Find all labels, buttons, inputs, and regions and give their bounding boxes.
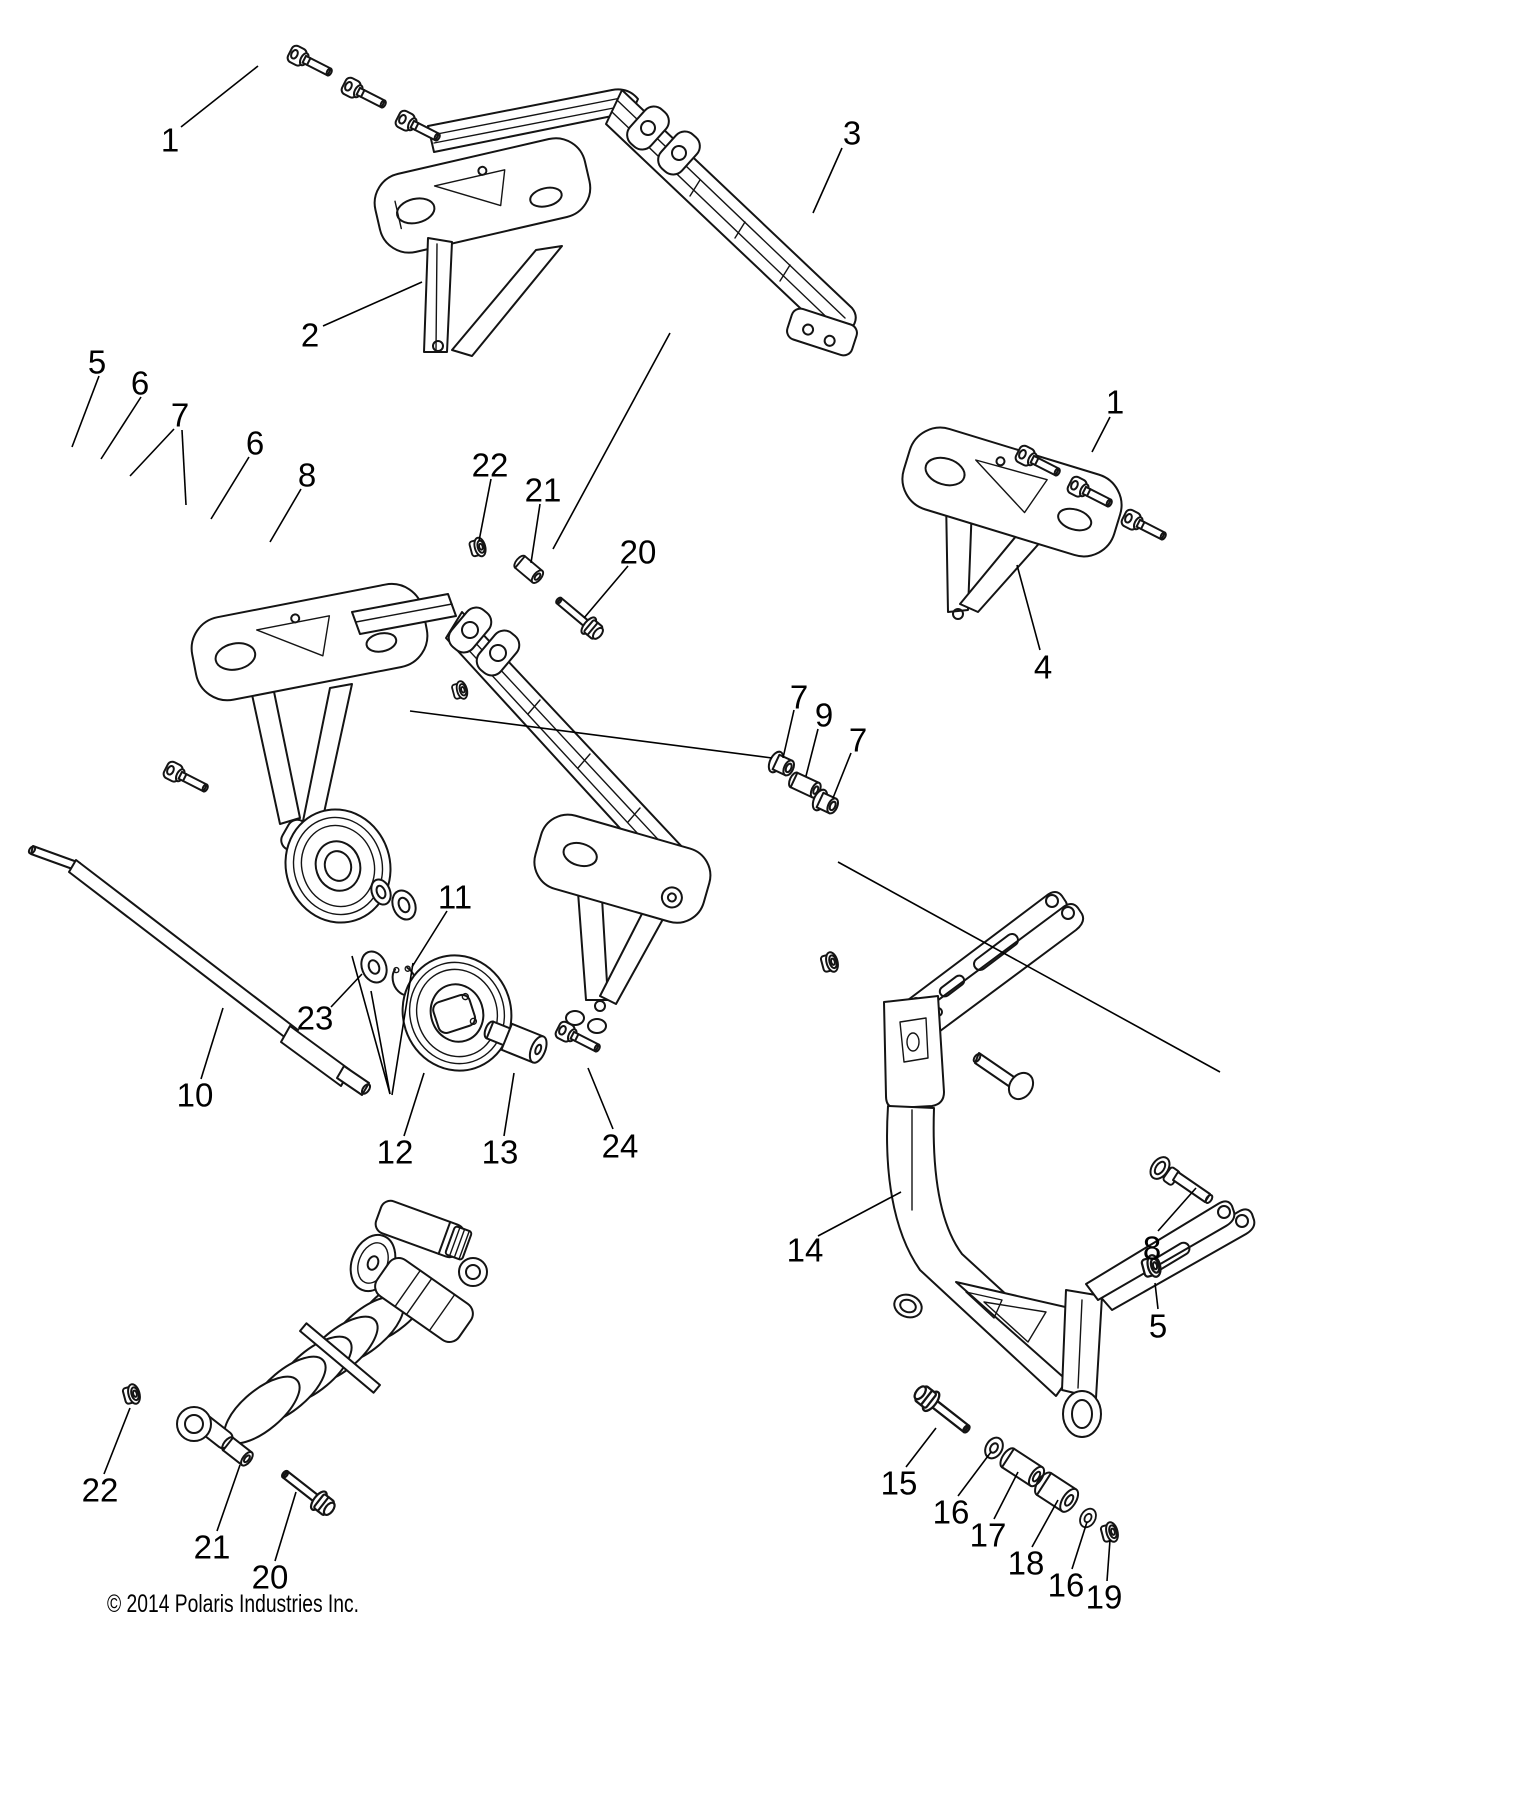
callout-20: 20 (620, 534, 657, 571)
bushing-18 (1034, 1471, 1080, 1513)
callout-16: 16 (1048, 1567, 1085, 1604)
callout-3: 3 (843, 115, 861, 152)
leader-line-17 (993, 1471, 1019, 1520)
pivot-hardware-cluster (908, 1380, 1121, 1546)
leader-line-20 (274, 1491, 297, 1562)
callout-18: 18 (1008, 1545, 1045, 1582)
arm-end-mount (786, 307, 858, 357)
leader-line-20 (583, 565, 629, 619)
callout-7: 7 (790, 679, 808, 716)
leader-line-15 (905, 1427, 937, 1468)
leader-line-14 (817, 1191, 902, 1237)
leader-line-12 (403, 1072, 425, 1137)
callout-15: 15 (881, 1465, 918, 1502)
callout-17: 17 (970, 1517, 1007, 1554)
callout-22: 22 (472, 447, 509, 484)
spacer-13 (483, 1020, 548, 1064)
callout-4: 4 (1034, 649, 1052, 686)
callout-16: 16 (933, 1494, 970, 1531)
leader-line-4 (1016, 564, 1041, 651)
leader-line-13 (503, 1072, 515, 1137)
leader-line-8 (1157, 1187, 1197, 1232)
callout-22: 22 (82, 1472, 119, 1509)
callout-2: 2 (301, 317, 319, 354)
callout-10: 10 (177, 1077, 214, 1114)
leader-line-1 (180, 65, 259, 128)
leader-line-10 (200, 1007, 224, 1080)
callout-5: 5 (1149, 1308, 1167, 1345)
leader-line-7 (181, 429, 187, 506)
callout-5: 5 (88, 344, 106, 381)
callout-8: 8 (1143, 1230, 1161, 1267)
leader-line-5 (1154, 1282, 1159, 1310)
leader-line-11 (411, 910, 448, 968)
leader-line-16 (957, 1451, 992, 1497)
bracket-upper-right (901, 426, 1123, 620)
torque-arm-lower (883, 891, 1256, 1438)
bolt-1-left-group (284, 42, 445, 147)
callout-19: 19 (1086, 1579, 1123, 1616)
callout-12: 12 (377, 1134, 414, 1171)
bushing-spacer-cluster (764, 748, 843, 976)
leader-line-19 (1106, 1539, 1111, 1582)
leader-line-2 (322, 281, 423, 327)
pointer-line (837, 861, 1221, 1073)
callout-8: 8 (298, 457, 316, 494)
callout-20: 20 (252, 1559, 289, 1596)
leader-line-8 (269, 488, 302, 543)
leader-line-18 (1031, 1499, 1059, 1548)
spacer-17 (999, 1447, 1046, 1488)
leader-line-23 (330, 973, 363, 1008)
callout-1: 1 (161, 122, 179, 159)
leader-line-21 (530, 503, 541, 564)
callout-13: 13 (482, 1134, 519, 1171)
pointer-line (552, 332, 671, 550)
leader-line-1 (1091, 416, 1111, 453)
callout-9: 9 (815, 697, 833, 734)
front-torque-arm-assembly (190, 582, 712, 1034)
leader-line-7 (129, 428, 175, 477)
leader-line-3 (812, 147, 843, 214)
leader-line-6 (210, 456, 250, 520)
leader-line-6 (100, 396, 142, 460)
callout-21: 21 (525, 472, 562, 509)
copyright-text: © 2014 Polaris Industries Inc. (107, 1590, 359, 1618)
callout-14: 14 (787, 1232, 824, 1269)
idler-wheel-front (401, 954, 513, 1072)
callout-7: 7 (171, 397, 189, 434)
leader-line-7 (782, 709, 795, 759)
leader-line-22 (478, 478, 492, 542)
leader-line-7 (832, 752, 852, 799)
callout-24: 24 (602, 1128, 639, 1165)
leader-line-22 (103, 1407, 131, 1475)
pointer-line (370, 990, 391, 1095)
callout-23: 23 (297, 1000, 334, 1037)
shock-absorber (120, 1199, 488, 1521)
washer-23 (360, 950, 388, 984)
pointer-line (391, 962, 414, 1096)
callout-6: 6 (246, 425, 264, 462)
idler-shaft (27, 845, 372, 1096)
callout-11: 11 (438, 879, 472, 916)
callout-1: 1 (1106, 384, 1124, 421)
callout-6: 6 (131, 365, 149, 402)
idler-wheel-rear (284, 808, 392, 924)
leader-line-21 (216, 1464, 241, 1532)
bracket-upper-left (373, 137, 592, 357)
leader-line-16 (1071, 1521, 1088, 1570)
leader-line-5 (71, 375, 100, 448)
callout-21: 21 (194, 1529, 231, 1566)
leader-line-24 (587, 1067, 614, 1130)
pointer-line (409, 710, 773, 759)
upper-torque-arm-assembly (284, 42, 1171, 620)
callout-7: 7 (849, 722, 867, 759)
leader-line-9 (805, 728, 819, 777)
